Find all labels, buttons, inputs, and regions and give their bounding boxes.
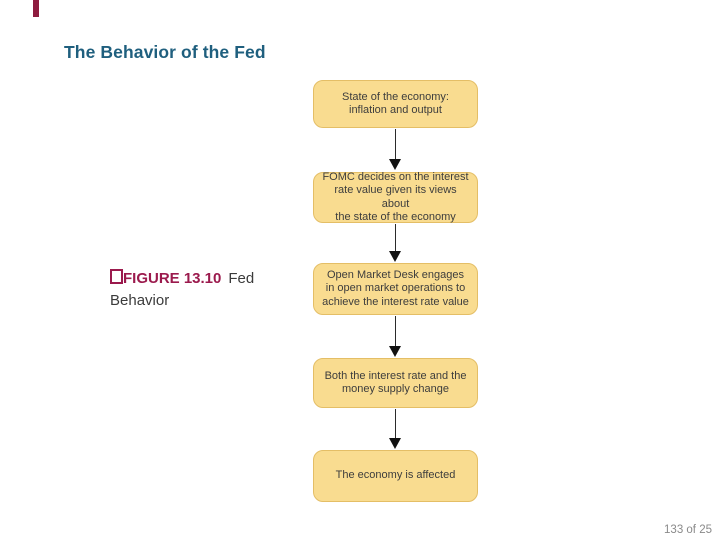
flowchart-box-fomc-decides: FOMC decides on the interest rate value … [313,171,478,223]
arrow-head [389,159,401,170]
arrow-head [389,438,401,449]
down-arrow-icon [389,129,402,170]
figure-title: Fed Behavior [110,270,255,309]
down-arrow-icon [389,409,402,449]
arrow-head [389,251,401,262]
down-arrow-icon [389,224,402,262]
top-left-accent-tick-icon [33,0,39,17]
arrow-shaft [394,409,397,440]
page-title: The Behavior of the Fed [64,42,266,62]
missing-glyph-icon [110,269,123,284]
arrow-shaft [394,224,397,253]
flowchart-box-rate-and-money-supply: Both the interest rate and the money sup… [313,358,478,408]
down-arrow-icon [389,316,402,357]
page-number: 133 of 25 [664,524,712,536]
flowchart-box-economy-affected: The economy is affected [313,450,478,502]
figure-label: FIGURE 13.10 [123,270,222,287]
arrow-shaft [394,129,397,161]
arrow-head [389,346,401,357]
arrow-shaft [394,316,397,348]
flowchart-box-state-of-economy: State of the economy: inflation and outp… [313,80,478,128]
flowchart-box-open-market-desk: Open Market Desk engages in open market … [313,263,478,315]
